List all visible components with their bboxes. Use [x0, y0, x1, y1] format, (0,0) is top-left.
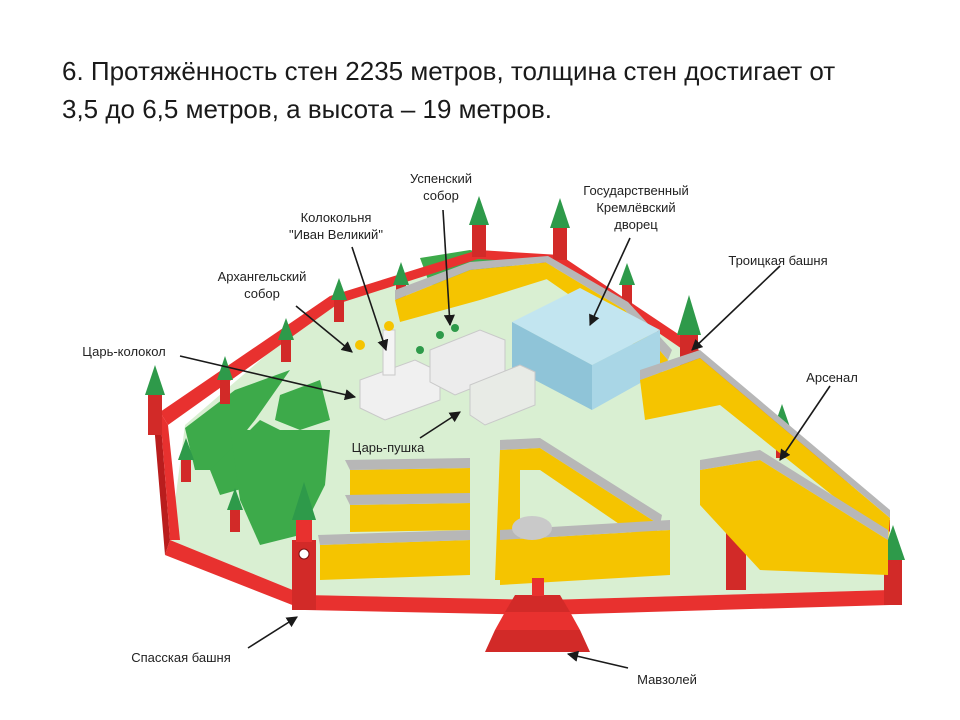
label-bell-line1: Колокольня	[301, 210, 372, 225]
tower-northwest	[469, 196, 489, 257]
wall-south	[165, 540, 890, 615]
tower-s1	[178, 438, 194, 482]
arrow-tsar-bell	[179, 355, 357, 401]
wall-north	[330, 250, 560, 305]
label-archangel-line2: собор	[244, 286, 280, 301]
tower-w4	[217, 356, 233, 404]
arrow-mausoleum	[566, 650, 629, 669]
tower-e1	[619, 263, 635, 307]
label-palace-line3: дворец	[614, 217, 658, 232]
senate	[495, 438, 670, 585]
tower-corner-sw	[145, 365, 165, 435]
wall-southwest	[154, 412, 170, 555]
grand-kremlin-palace	[512, 288, 660, 410]
title-line-2: 3,5 до 6,5 метров, а высота – 19 метров.	[62, 94, 552, 124]
label-uspensky-line2: собор	[423, 188, 459, 203]
arrow-spasskaya	[247, 616, 298, 649]
wall-southwest-face	[160, 412, 180, 540]
label-tsar-cannon: Царь-пушка	[352, 440, 425, 455]
label-tsar-bell: Царь-колокол	[82, 344, 166, 359]
label-mausoleum: Мавзолей	[637, 672, 697, 687]
label-palace-line1: Государственный	[583, 183, 688, 198]
label-archangel-line1: Архангельский	[218, 269, 307, 284]
arrow-tsar-cannon	[419, 411, 461, 439]
label-spasskaya: Спасская башня	[131, 650, 231, 665]
arrow-troitskaya	[691, 265, 781, 351]
arrow-palace	[589, 237, 631, 327]
arsenal	[640, 350, 890, 575]
label-uspensky-line1: Успенский	[410, 171, 472, 186]
tower-north	[550, 198, 570, 260]
arrow-bell	[351, 246, 389, 352]
title-line-1: 6. Протяжённость стен 2235 метров, толщи…	[62, 56, 836, 86]
presidium	[318, 458, 470, 580]
arrow-archangel	[295, 305, 353, 353]
label-bell-line2: "Иван Великий"	[289, 227, 383, 242]
label-arsenal: Арсенал	[806, 370, 858, 385]
tower-s2	[227, 488, 243, 532]
spasskaya-tower	[292, 482, 316, 610]
wall-west	[160, 296, 335, 425]
label-palace-line2: Кремлёвский	[596, 200, 675, 215]
slide-title: 6. Протяжённость стен 2235 метров, толщи…	[62, 52, 922, 128]
tower-w2	[331, 278, 347, 322]
mausoleum	[485, 578, 590, 652]
label-troitskaya: Троицкая башня	[728, 253, 827, 268]
arrow-uspensky	[442, 209, 455, 327]
arrow-arsenal	[779, 385, 831, 461]
tower-w3	[278, 318, 294, 362]
callout-labels: Успенский собор Государственный Кремлёвс…	[82, 171, 858, 687]
leader-lines	[179, 209, 831, 669]
